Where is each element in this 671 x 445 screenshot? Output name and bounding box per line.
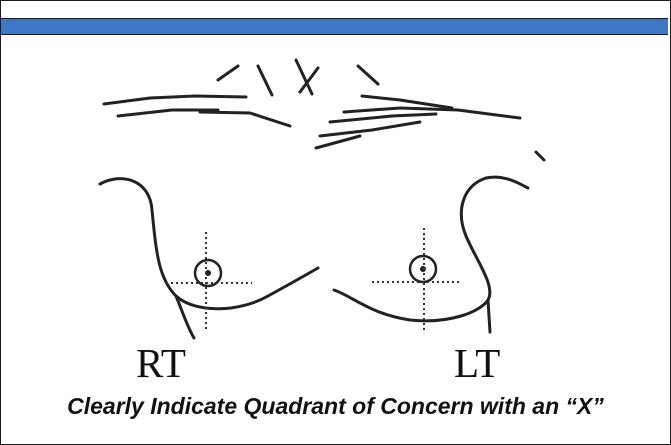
right-breast-outline — [100, 179, 318, 309]
left-side-edge — [488, 300, 490, 332]
left-label: LT — [454, 343, 500, 384]
breast-diagram — [0, 34, 671, 374]
instruction-text: Clearly Indicate Quadrant of Concern wit… — [0, 393, 671, 420]
section-header-bar — [1, 18, 668, 35]
collarbone-sketch — [104, 60, 544, 160]
left-breast-outline — [334, 177, 528, 321]
right-label: RT — [136, 343, 186, 384]
